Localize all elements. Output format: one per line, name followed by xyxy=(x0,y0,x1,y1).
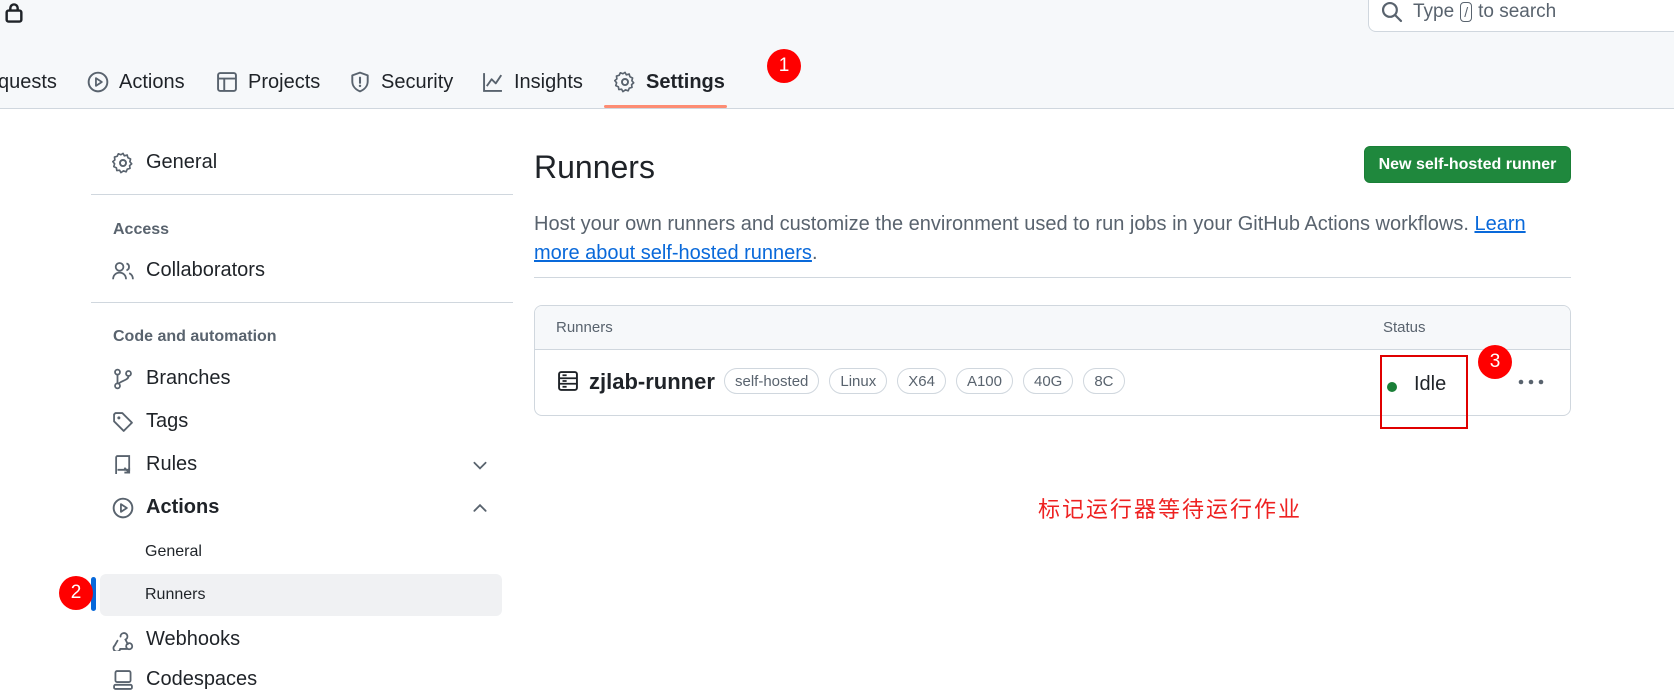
webhook-icon xyxy=(112,631,134,651)
search-placeholder-prefix: Type xyxy=(1413,1,1455,22)
active-tab-underline xyxy=(604,105,727,108)
tab-label: quests xyxy=(0,70,57,93)
sidebar-divider xyxy=(91,302,513,303)
play-circle-icon xyxy=(87,71,109,93)
sidebar-item-rules[interactable]: Rules xyxy=(112,453,197,476)
people-icon xyxy=(112,261,134,279)
sidebar-item-branches[interactable]: Branches xyxy=(112,367,231,390)
description-text: Host your own runners and customize the … xyxy=(534,213,1469,235)
sidebar-selected-indicator xyxy=(91,577,96,611)
sidebar-heading-code-automation: Code and automation xyxy=(113,328,277,345)
sidebar-heading-access: Access xyxy=(113,221,170,238)
sidebar-item-label: Collaborators xyxy=(146,259,265,281)
tab-pull-requests[interactable]: quests xyxy=(0,56,57,108)
runner-label: Linux xyxy=(829,368,888,394)
status-dot xyxy=(1387,382,1397,392)
sidebar-item-actions[interactable]: Actions xyxy=(112,496,219,519)
annotation-badge-3: 3 xyxy=(1478,345,1512,379)
sidebar-item-label: General xyxy=(146,151,218,173)
kebab-menu-icon[interactable] xyxy=(1517,376,1545,388)
annotation-badge-2: 2 xyxy=(59,576,93,610)
sidebar-item-tags[interactable]: Tags xyxy=(112,410,188,433)
tag-icon xyxy=(113,411,133,432)
tab-label: Actions xyxy=(119,70,185,93)
lock-icon xyxy=(5,3,23,23)
runner-label: self-hosted xyxy=(724,368,820,394)
gear-icon xyxy=(614,71,635,93)
sidebar-item-label: Actions xyxy=(146,496,220,518)
runner-label: A100 xyxy=(955,368,1013,394)
tab-insights[interactable]: Insights xyxy=(482,56,583,108)
runners-table: Runners Status zjlab-runner self-hosted … xyxy=(534,305,1571,416)
sidebar-subitem-general[interactable]: General xyxy=(145,543,202,560)
sidebar-item-codespaces[interactable]: Codespaces xyxy=(112,668,257,691)
tab-label: Insights xyxy=(514,70,583,93)
search-shortcut-key: / xyxy=(1460,2,1473,22)
tab-projects[interactable]: Projects xyxy=(216,56,320,108)
tab-label: Settings xyxy=(646,70,725,93)
tab-actions[interactable]: Actions xyxy=(87,56,185,108)
runner-status: Idle xyxy=(1414,373,1447,395)
annotation-note: 标记运行器等待运行作业 xyxy=(1038,498,1303,523)
sidebar-item-webhooks[interactable]: Webhooks xyxy=(112,628,240,651)
column-header-status: Status xyxy=(1383,319,1426,336)
description-period: . xyxy=(811,242,818,264)
repo-push-icon xyxy=(115,454,131,474)
learn-more-link[interactable]: Learn more about self-hosted runners xyxy=(534,213,1526,264)
tab-security[interactable]: Security xyxy=(349,56,453,108)
tab-label: Projects xyxy=(248,70,321,93)
new-self-hosted-runner-button[interactable]: New self-hosted runner xyxy=(1364,146,1571,183)
top-header: Type / to search quests Actions Projects… xyxy=(0,0,1674,109)
branch-icon xyxy=(114,368,132,389)
runner-label: X64 xyxy=(897,368,946,394)
sidebar-subitem-runners[interactable]: Runners xyxy=(145,586,206,603)
play-circle-icon xyxy=(112,497,134,518)
tab-label: Security xyxy=(381,70,454,93)
sidebar-item-general[interactable]: General xyxy=(112,151,217,174)
search-placeholder-suffix: to search xyxy=(1478,1,1557,22)
graph-icon xyxy=(483,73,503,92)
sidebar-item-label: Rules xyxy=(146,453,198,475)
runner-labels: self-hosted Linux X64 A100 40G 8C xyxy=(724,368,1135,394)
sidebar-item-label: Codespaces xyxy=(146,668,258,690)
sidebar-divider xyxy=(91,194,513,195)
sidebar-item-label: Branches xyxy=(146,367,231,389)
annotation-badge-1: 1 xyxy=(767,49,801,83)
sidebar-item-label: Webhooks xyxy=(146,628,241,650)
annotation-highlight-box xyxy=(1380,355,1468,429)
shield-icon xyxy=(351,71,369,93)
chevron-up-icon[interactable] xyxy=(471,499,489,517)
column-header-runners: Runners xyxy=(556,319,613,336)
runner-label: 8C xyxy=(1083,368,1125,394)
codespaces-icon xyxy=(113,669,133,690)
gear-icon xyxy=(112,152,133,173)
server-icon xyxy=(558,371,578,391)
search-icon xyxy=(1381,1,1403,23)
page-description: Host your own runners and customize the … xyxy=(534,210,1574,268)
sidebar-item-collaborators[interactable]: Collaborators xyxy=(112,259,265,282)
runner-label: 40G xyxy=(1022,368,1074,394)
sidebar-item-label: Tags xyxy=(146,410,189,432)
tab-settings[interactable]: Settings xyxy=(614,56,725,108)
runner-name-link[interactable]: zjlab-runner xyxy=(589,369,715,394)
sidebar-selected-background xyxy=(100,574,502,616)
page-title: Runners xyxy=(534,149,655,185)
search-input[interactable]: Type / to search xyxy=(1368,0,1674,32)
table-header: Runners Status xyxy=(535,306,1570,350)
chevron-down-icon[interactable] xyxy=(471,456,489,474)
table-icon xyxy=(217,72,237,92)
section-divider xyxy=(534,277,1571,278)
